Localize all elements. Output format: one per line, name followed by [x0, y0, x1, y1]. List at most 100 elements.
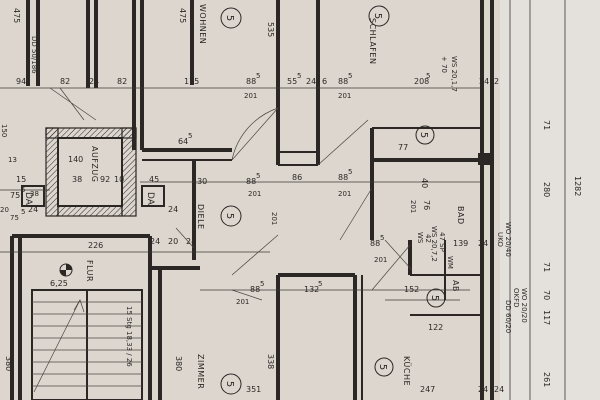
- dim-92: 92: [100, 175, 110, 184]
- dim-24f: 24: [478, 239, 488, 248]
- room-labels: WOHNEN SCHLAFEN AUFZUG DIELE FLUR ZIMMER…: [23, 4, 465, 389]
- door-swings: [49, 87, 413, 301]
- dim-38: 38: [72, 175, 82, 184]
- dim-wo2020: WO 20/20: [520, 288, 528, 323]
- dim-535: 535: [266, 22, 275, 37]
- dim-152: 152: [404, 285, 419, 294]
- room-number-circle: [220, 205, 242, 227]
- room-schlafen: SCHLAFEN: [368, 18, 377, 64]
- dim-88a-sup: 5: [256, 72, 260, 80]
- dim-86: 86: [292, 173, 302, 182]
- dim-380-left: 380: [4, 356, 13, 371]
- dim-201g: 201: [236, 298, 249, 306]
- dim-71b: 71: [542, 262, 551, 272]
- dim-475-left: 475: [12, 8, 21, 23]
- dim-20b: 20: [0, 206, 9, 214]
- room-number-circle: [220, 7, 242, 29]
- room-kueche: KÜCHE: [402, 356, 412, 386]
- dim-132-sup: 5: [318, 280, 322, 288]
- room-aufzug: AUFZUG: [90, 146, 99, 182]
- dim-okfd: OKFD: [512, 288, 520, 308]
- dim-dd50: DD 50/186: [30, 36, 38, 74]
- dim-38b: 38: [30, 190, 39, 198]
- dim-201d: 201: [338, 190, 351, 198]
- dim-226: 226: [88, 241, 103, 250]
- dim-150: 150: [0, 124, 8, 137]
- dim-1282: 1282: [573, 176, 582, 196]
- dim-88b: 88: [338, 77, 348, 86]
- elevator-shaft: [21, 127, 165, 217]
- dimension-labels: 475 475 535 DD 50/186 94 82 24 82 175 88…: [0, 8, 582, 394]
- dim-24g: 24: [150, 237, 160, 246]
- section-marker-icon: [59, 263, 73, 277]
- dim-175: 175: [184, 77, 199, 86]
- dim-ws2072: WS 20,7,2: [430, 226, 438, 262]
- dim-75b-sup: 5: [21, 208, 25, 216]
- dim-280: 280: [542, 182, 551, 197]
- dim-88a: 88: [246, 77, 256, 86]
- dim-208-sup: 5: [426, 72, 430, 80]
- dim-201h: 201: [270, 212, 278, 225]
- dim-201a: 201: [244, 92, 257, 100]
- dim-130: 130: [192, 177, 207, 186]
- dim-15: 15: [16, 175, 26, 184]
- dim-75a-sup: 5: [21, 186, 25, 194]
- room-number-schlafen: 5: [372, 13, 383, 19]
- dim-201f: 201: [374, 256, 387, 264]
- dim-88c: 88: [246, 177, 256, 186]
- dim-122: 122: [428, 323, 443, 332]
- dim-64-sup: 5: [188, 132, 192, 140]
- dim-351: 351: [246, 385, 261, 394]
- dim-wo2040: WO 20/40: [504, 222, 512, 257]
- dim-70: 70: [542, 290, 551, 300]
- dim-55-sup: 5: [297, 72, 301, 80]
- dim-6: 6: [322, 77, 327, 86]
- dim-132: 132: [304, 285, 319, 294]
- dim-88f-sup: 5: [260, 280, 264, 288]
- dim-ws: WS: [416, 232, 424, 244]
- dim-88e-sup: 5: [380, 234, 384, 242]
- dim-201c: 201: [248, 190, 261, 198]
- room-number-wohnen: 5: [224, 15, 235, 21]
- dim-140: 140: [68, 155, 83, 164]
- room-wohnen: WOHNEN: [198, 4, 207, 44]
- dim-24c: 24: [479, 77, 489, 86]
- dim-88c-sup: 5: [256, 172, 260, 180]
- dim-ws47: 47 SP: [438, 232, 446, 252]
- room-number-circle: [426, 288, 446, 308]
- dim-117: 117: [542, 310, 551, 325]
- staircase: [31, 289, 143, 400]
- dim-24a: 24: [89, 77, 99, 86]
- dim-88d-sup: 5: [348, 168, 352, 176]
- dim-24e: 24: [168, 205, 178, 214]
- dim-13: 13: [8, 156, 17, 164]
- room-number-kueche: 5: [377, 364, 388, 370]
- dim-139: 139: [453, 239, 468, 248]
- dim-2: 2: [494, 77, 499, 86]
- label-da-right: DA: [145, 192, 155, 206]
- dim-94: 94: [16, 77, 26, 86]
- dim-75b: 75: [10, 214, 19, 222]
- walls: [10, 0, 494, 400]
- room-number-circle: [368, 5, 390, 27]
- dim-82a: 82: [60, 77, 70, 86]
- room-ab: AB: [451, 280, 460, 292]
- dim-dd6020: DD 60/20: [504, 300, 512, 333]
- dim-88d: 88: [338, 173, 348, 182]
- dim-88f: 88: [250, 285, 260, 294]
- room-bad: BAD: [456, 206, 465, 225]
- dim-201e: 201: [409, 200, 417, 213]
- dim-ws70: + 70: [440, 56, 448, 73]
- dim-uko: UKO: [496, 232, 504, 247]
- room-number-circle: [415, 125, 435, 145]
- dim-ws201: WS 20,1,7: [450, 56, 458, 92]
- dim-475-mid: 475: [178, 8, 187, 23]
- room-number-ab: 5: [429, 295, 440, 301]
- room-number-bad: 5: [418, 132, 429, 138]
- dim-24i: 24: [478, 385, 488, 394]
- dim-45: 45: [149, 175, 159, 184]
- dim-338: 338: [266, 354, 275, 369]
- dim-76: 76: [422, 200, 431, 210]
- room-number-diele: 5: [224, 213, 235, 219]
- room-number-zimmer: 5: [224, 381, 235, 387]
